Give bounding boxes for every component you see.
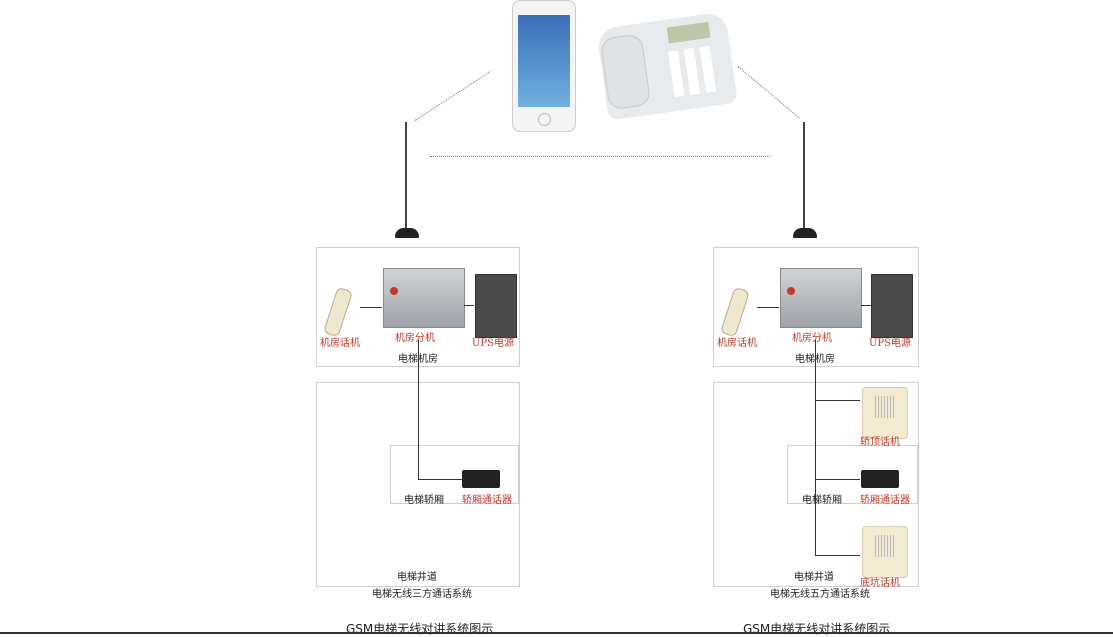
- label-car-intercom: 轿厢通话器: [462, 495, 512, 506]
- label-system-name: 电梯无线五方通话系统: [770, 589, 870, 600]
- caption: GSM电梯无线对讲系统图示: [743, 622, 891, 636]
- antenna-icon: [803, 122, 805, 232]
- antenna-icon: [405, 122, 407, 232]
- label-ups: UPS电源: [869, 338, 912, 349]
- label-shaft: 电梯井道: [397, 572, 437, 583]
- label-machine-room-unit: 机房分机: [792, 333, 832, 344]
- ups-image: [475, 274, 517, 338]
- wireless-link-left: [414, 71, 491, 121]
- pit-phone-image: [862, 526, 908, 578]
- label-car: 电梯轿厢: [802, 495, 842, 506]
- ups-image: [871, 274, 913, 338]
- antenna-base: [395, 228, 419, 238]
- label-car: 电梯轿厢: [404, 495, 444, 506]
- caption: GSM电梯无线对讲系统图示: [346, 622, 494, 636]
- label-pit-phone: 底坑话机: [860, 578, 900, 589]
- label-system-name: 电梯无线三方通话系统: [372, 589, 472, 600]
- label-ups: UPS电源: [472, 338, 515, 349]
- antenna-base: [793, 228, 817, 238]
- mobile-phone-image: [512, 0, 576, 132]
- car-box: [390, 445, 519, 504]
- car-box: [787, 445, 918, 504]
- machine-room-box: [713, 247, 919, 367]
- car-top-phone-image: [862, 387, 908, 439]
- desk-telephone-image: [596, 11, 738, 121]
- label-car-top-phone: 轿顶话机: [860, 437, 900, 448]
- shaft-box: [713, 382, 919, 587]
- machine-room-unit-image: [383, 268, 465, 328]
- car-intercom-image: [861, 470, 899, 488]
- label-shaft: 电梯井道: [794, 572, 834, 583]
- label-machine-room-phone: 机房话机: [320, 338, 360, 349]
- label-car-intercom: 轿厢通话器: [860, 495, 910, 506]
- machine-room-unit-image: [780, 268, 862, 328]
- wireless-link-right: [737, 66, 800, 119]
- bottom-border: [0, 632, 1113, 634]
- wireless-link-dots: [430, 156, 770, 157]
- label-machine-room-unit: 机房分机: [395, 333, 435, 344]
- label-machine-room-phone: 机房话机: [717, 338, 757, 349]
- car-intercom-image: [462, 470, 500, 488]
